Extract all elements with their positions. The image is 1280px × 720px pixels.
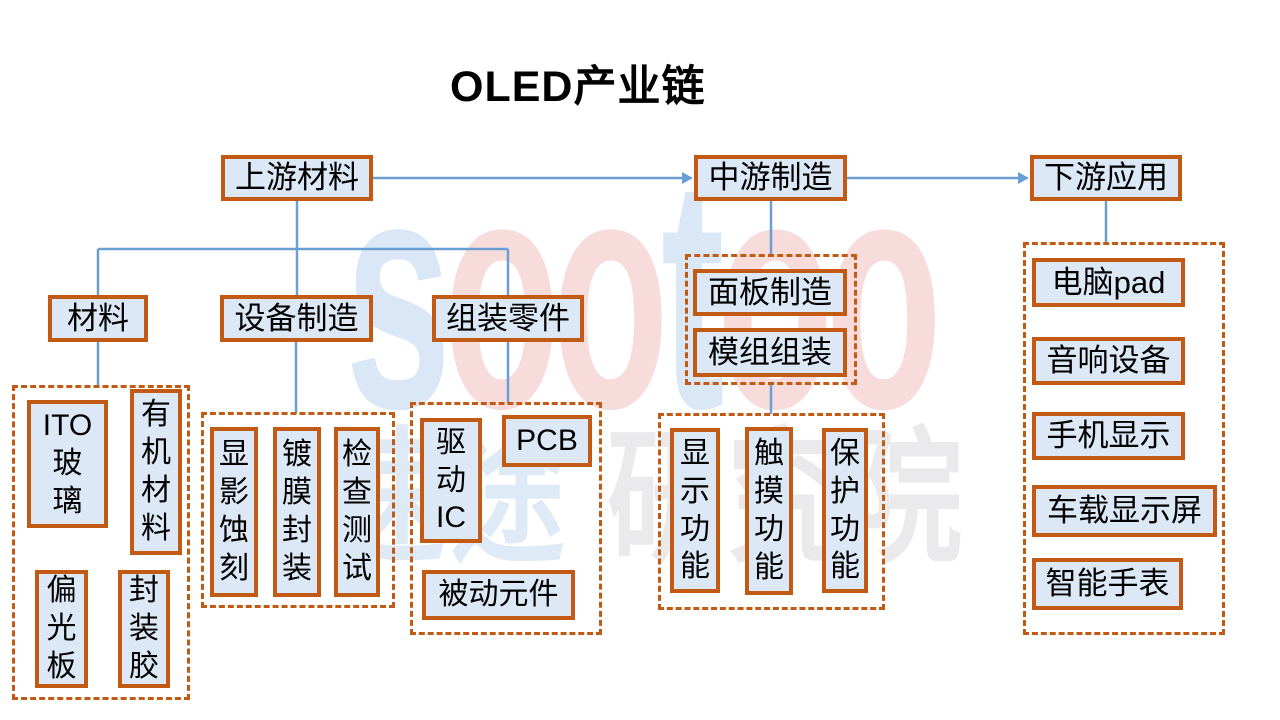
node-polarizer: 偏 光 板 [35, 570, 88, 688]
group-midstream-stages [685, 254, 857, 385]
node-panel-manufacturing: 面板制造 [693, 269, 847, 316]
node-upstream-materials: 上游材料 [221, 155, 373, 201]
node-audio-equipment: 音响设备 [1032, 337, 1185, 385]
node-coating-encapsulation: 镀 膜 封 装 [273, 427, 321, 597]
node-module-assembly: 模组组装 [693, 328, 847, 377]
group-downstream-items [1023, 242, 1225, 635]
group-equipment-items [201, 412, 395, 608]
group-materials-items [12, 385, 190, 700]
node-computer-pad: 电脑pad [1032, 258, 1185, 307]
node-encapsulation-glue: 封 装 胶 [118, 570, 170, 688]
node-passive-components: 被动元件 [422, 570, 575, 620]
node-pcb: PCB [502, 415, 592, 467]
node-driver-ic: 驱 动 IC [420, 418, 482, 543]
group-assembly-items [410, 402, 602, 635]
node-assembly-parts: 组装零件 [432, 295, 584, 342]
node-organic-materials: 有 机 材 料 [130, 389, 182, 555]
node-smart-watch: 智能手表 [1032, 558, 1183, 610]
node-display-function: 显 示 功 能 [670, 428, 720, 593]
node-touch-function: 触 摸 功 能 [745, 427, 793, 595]
node-downstream-applications: 下游应用 [1030, 155, 1182, 201]
node-development-etching: 显 影 蚀 刻 [210, 427, 258, 597]
page-title: OLED产业链 [450, 63, 706, 111]
node-materials: 材料 [48, 295, 148, 342]
node-car-display: 车载显示屏 [1032, 485, 1217, 537]
node-phone-display: 手机显示 [1032, 412, 1185, 460]
node-equipment-manufacturing: 设备制造 [220, 295, 373, 342]
node-inspection-testing: 检 查 测 试 [334, 427, 380, 597]
node-midstream-manufacturing: 中游制造 [694, 155, 847, 201]
group-midstream-functions [658, 413, 885, 610]
node-ito-glass: ITO 玻 璃 [27, 400, 108, 528]
node-protection-function: 保 护 功 能 [822, 428, 868, 593]
